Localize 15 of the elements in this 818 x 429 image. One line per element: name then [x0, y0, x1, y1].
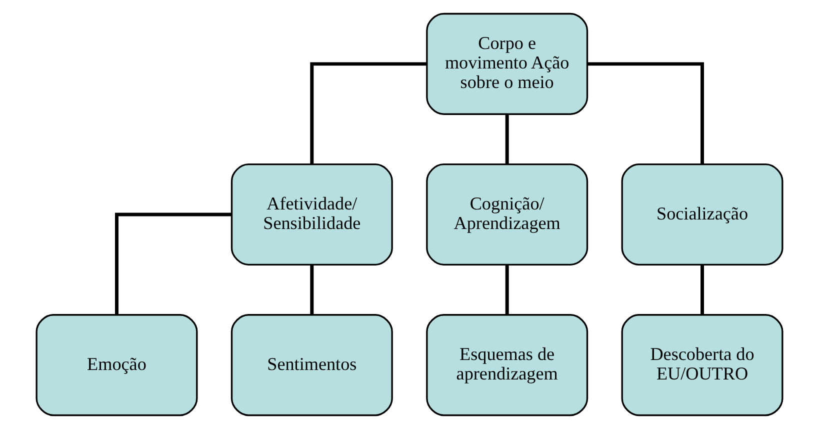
connector: [310, 265, 314, 314]
node-box: Corpo e movimento Ação sobre o meio: [426, 12, 588, 115]
connector: [587, 62, 704, 164]
connector: [504, 265, 508, 314]
node-box: Sentimentos: [230, 314, 392, 416]
connector: [504, 114, 508, 164]
node-box: Afetividade/ Sensibilidade: [230, 163, 392, 266]
connector: [310, 62, 426, 164]
node-box: Cognição/ Aprendizagem: [426, 163, 588, 266]
node-box: Descoberta do EU/OUTRO: [620, 314, 783, 416]
node-box: Esquemas de aprendizagem: [426, 314, 588, 416]
connector: [114, 212, 231, 315]
node-box: Emoção: [35, 314, 198, 416]
node-box: Socialização: [620, 163, 783, 266]
connector: [700, 265, 704, 314]
